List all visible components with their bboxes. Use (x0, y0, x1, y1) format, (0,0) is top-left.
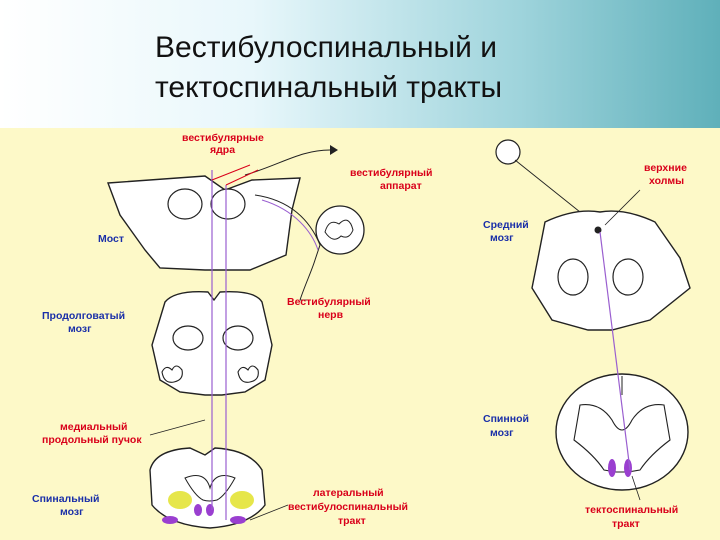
vestibular-apparatus (315, 205, 365, 255)
eye-circle (495, 139, 521, 165)
tracts-diagram: вестибулярные ядра вестибулярный аппарат… (32, 132, 691, 530)
label-spinal-right-2: мозг (490, 427, 514, 439)
pons-right-nucleus (210, 188, 246, 220)
medulla-left-nucleus (172, 325, 204, 351)
pons-left-nucleus (167, 188, 203, 220)
label-spinal-right-1: Спинной (483, 413, 529, 425)
label-vest-apparatus-1: вестибулярный (350, 167, 432, 179)
label-midbrain-1: Средний (483, 219, 529, 231)
label-mlf-2: продольный пучок (42, 434, 142, 446)
label-spinal-left-2: мозг (60, 506, 84, 518)
vestibular-apparatus-inner (324, 219, 354, 240)
vestibular-nerve-branch (254, 194, 321, 301)
label-lat-vest-2: вестибулоспинальный (288, 501, 408, 513)
label-tectospinal-2: тракт (612, 518, 640, 530)
right-spinal-gray-matter (573, 404, 671, 473)
left-spinal-purple-4 (230, 516, 246, 524)
label-medulla-1: Продолговатый (42, 310, 125, 322)
label-pons: Мост (98, 233, 124, 245)
label-vest-nuclei-2: ядра (210, 144, 235, 156)
tectospinal-tract-line (599, 231, 631, 471)
left-spinal-purple-2 (206, 504, 214, 516)
tectospinal-purple-2 (624, 459, 632, 477)
label-sup-colliculi-2: холмы (649, 175, 684, 187)
label-lat-vest-3: тракт (338, 515, 366, 527)
left-spinal-yellow-left (168, 491, 192, 509)
left-spinal-yellow-right (230, 491, 254, 509)
label-sup-colliculi-1: верхние (644, 162, 687, 174)
midbrain-left-nucleus (557, 258, 589, 296)
label-spinal-left-1: Спинальный (32, 493, 99, 505)
mlf-pointer (149, 419, 206, 436)
label-medulla-2: мозг (68, 323, 92, 335)
vest-nucleus-fiber-2 (225, 169, 259, 186)
left-spinal-purple-1 (194, 504, 202, 516)
label-vest-apparatus-2: аппарат (380, 180, 422, 192)
vestibular-nerve-branch-2 (261, 199, 319, 251)
tectospinal-pointer (631, 475, 641, 501)
medulla-right-olive (237, 365, 259, 383)
left-spinal-section (149, 447, 266, 529)
label-lat-vest-1: латеральный (313, 487, 384, 499)
label-vest-nuclei-1: вестибулярные (182, 132, 264, 144)
medulla-left-olive (161, 365, 183, 383)
title-line-1: Вестибулоспинальный и (155, 31, 497, 64)
vestibular-arrowhead (330, 145, 338, 155)
superior-colliculus-dot (594, 226, 602, 234)
vestibular-nerve-fiber (244, 149, 331, 176)
left-spinal-purple-3 (162, 516, 178, 524)
tectospinal-purple-1 (608, 459, 616, 477)
label-vest-nerve-2: нерв (318, 309, 344, 321)
vest-nucleus-fiber-1 (211, 164, 251, 181)
title-banner: Вестибулоспинальный и тектоспинальный тр… (0, 0, 720, 128)
slide-title: Вестибулоспинальный и тектоспинальный тр… (155, 28, 605, 108)
midbrain-section (531, 210, 691, 331)
title-line-2: тектоспинальный тракты (155, 71, 503, 104)
colliculi-pointer (604, 189, 641, 226)
label-mlf-1: медиальный (60, 421, 127, 433)
pons-section (107, 175, 301, 271)
medulla-right-nucleus (222, 325, 254, 351)
lat-vest-pointer (249, 504, 289, 521)
label-vest-nerve-1: Вестибулярный (287, 296, 371, 308)
label-tectospinal-1: тектоспинальный (585, 504, 678, 516)
midbrain-right-nucleus (612, 258, 644, 296)
right-spinal-section (555, 373, 689, 491)
label-midbrain-2: мозг (490, 232, 514, 244)
